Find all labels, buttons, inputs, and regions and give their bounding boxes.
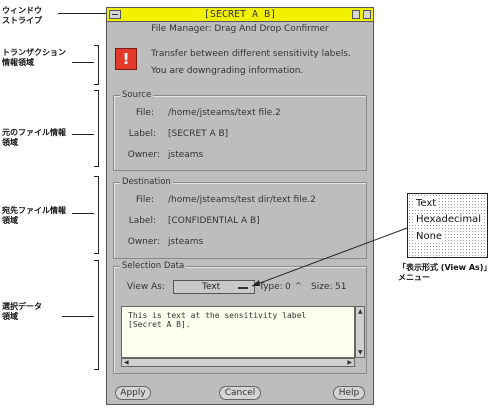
callout-line [72,62,94,63]
callout-line [58,13,106,14]
callout-line [72,213,94,214]
window-title: [SECRET A B] [203,9,277,20]
destination-file-value: /home/jsteams/test dir/text file.2 [168,195,316,205]
view-as-label: View As: [126,282,165,292]
selection-group-label: Selection Data [120,261,187,271]
vertical-scrollbar[interactable]: ▲ ▼ [355,306,365,358]
callout-source-info: 元のファイル情報 領域 [2,128,66,147]
horizontal-scrollbar[interactable]: ◀ ▶ [121,358,355,367]
view-as-dropdown[interactable]: Text [173,280,255,294]
minimize-icon[interactable] [352,10,360,19]
maximize-icon[interactable] [363,10,371,19]
source-owner-value: jsteams [168,150,204,160]
dropdown-arrow-icon [238,287,248,289]
size-value: 51 [335,282,347,292]
selection-text-area[interactable]: This is text at the sensitivity label [S… [121,306,355,358]
menu-option-none[interactable]: None [415,231,444,242]
destination-group-label: Destination [120,177,173,187]
scroll-down-icon[interactable]: ▼ [358,349,363,356]
callout-window-stripe: ウィンドウ ストライプ [2,6,42,25]
destination-group: Destination File: /home/jsteams/test dir… [113,177,367,259]
scroll-left-icon[interactable]: ◀ [124,359,129,366]
cancel-button[interactable]: Cancel [219,386,261,400]
view-as-selected: Text [202,282,221,292]
drag-drop-confirmer-window: [SECRET A B] File Manager: Drag And Drop… [106,7,374,405]
source-label-label: Label: [128,129,156,139]
type-label: Type: [259,282,283,292]
selection-data-group: Selection Data [113,261,367,374]
source-file-label: File: [135,108,154,118]
callout-selection: 選択データ 領域 [2,302,42,321]
source-group: Source File: /home/jsteams/text file.2 L… [113,90,367,171]
callout-line [72,134,94,135]
view-as-menu-popup: Text Hexadecimal None [407,193,488,258]
callout-line [62,316,94,317]
apply-button[interactable]: Apply [115,386,151,400]
scroll-up-icon[interactable]: ▲ [358,308,363,315]
selection-text-line2: [Secret A B]. [128,320,191,329]
transaction-message-line2: You are downgrading information. [151,66,304,76]
menu-option-text[interactable]: Text [415,198,438,209]
scroll-right-icon[interactable]: ▶ [347,359,352,366]
callout-bracket [94,45,99,85]
destination-owner-label: Owner: [127,237,160,247]
callout-bracket [94,176,99,254]
destination-owner-value: jsteams [168,237,204,247]
size-label: Size: [311,282,333,292]
type-value: 0 [285,282,291,292]
callout-menu-caption: 「表示形式 (View As)」 メニュー [398,263,492,282]
source-file-value: /home/jsteams/text file.2 [168,108,281,118]
dialog-subtitle: File Manager: Drag And Drop Confirmer [151,24,329,34]
destination-label-value: [CONFIDENTIAL A B] [168,216,260,226]
destination-file-label: File: [135,195,154,205]
help-button[interactable]: Help [333,386,365,400]
source-group-label: Source [120,90,154,100]
type-spin-icon[interactable]: ^ [295,281,302,290]
source-label-value: [SECRET A B] [168,129,229,139]
callout-bracket [94,90,99,167]
callout-bracket [94,260,99,370]
transaction-message-line1: Transfer between different sensitivity l… [151,49,351,59]
warning-icon: ! [115,48,137,70]
callout-transaction: トランザクション 情報領域 [2,48,66,67]
destination-label-label: Label: [128,216,156,226]
menu-option-hexadecimal[interactable]: Hexadecimal [415,214,482,225]
source-owner-label: Owner: [127,150,160,160]
window-menu-icon[interactable] [109,10,121,19]
window-title-bar[interactable]: [SECRET A B] [107,8,373,22]
selection-text-line1: This is text at the sensitivity label [128,311,307,320]
callout-dest-info: 宛先ファイル情報 領域 [2,206,66,225]
